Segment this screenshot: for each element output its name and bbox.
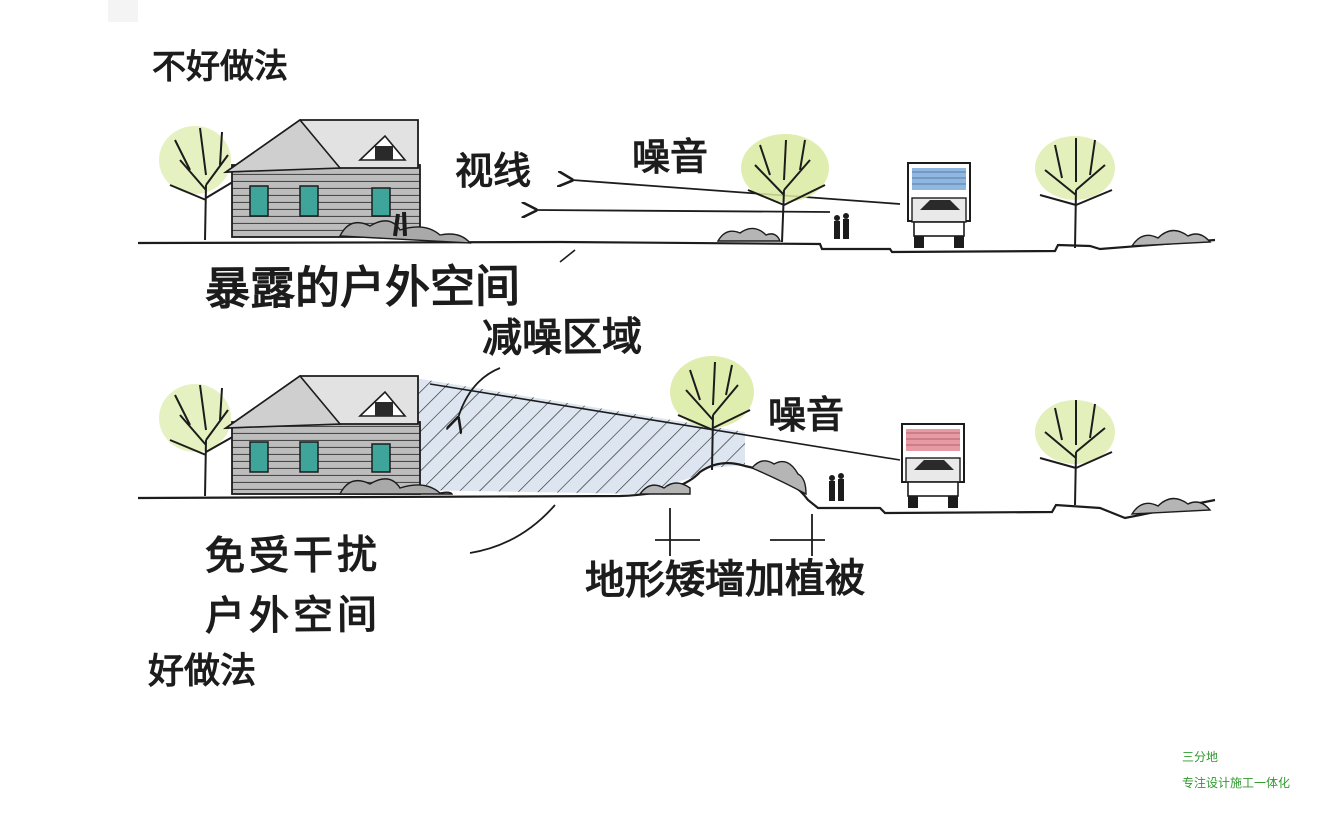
outdoor-pointer bbox=[469, 504, 556, 554]
noise-line-bottom bbox=[429, 383, 901, 461]
tree-bottom-berm bbox=[670, 356, 754, 471]
watermark-line1: 三分地 bbox=[1182, 750, 1219, 764]
truck-bottom bbox=[901, 423, 965, 508]
pedestrians-top bbox=[834, 213, 849, 239]
sight-label: 视线 bbox=[454, 148, 532, 194]
noise-arrow-top bbox=[572, 180, 901, 205]
watermark-line2: 专注设计施工一体化 bbox=[1182, 776, 1291, 790]
bottom-scene bbox=[137, 356, 1216, 556]
exposed-outdoor-label: 暴露的户外空间 bbox=[204, 259, 521, 316]
tree-top-right bbox=[1035, 136, 1115, 249]
tree-top-middle bbox=[741, 134, 829, 243]
top-scene bbox=[137, 118, 1216, 263]
pedestrians-bottom bbox=[829, 473, 844, 501]
bad-practice-heading: 不好做法 bbox=[151, 46, 289, 88]
noise-reduction-label: 减噪区域 bbox=[481, 314, 643, 362]
tree-bottom-right bbox=[1035, 400, 1115, 506]
berm-dimension bbox=[655, 508, 825, 556]
top-ground-line bbox=[137, 238, 1216, 254]
truck-top bbox=[907, 162, 971, 248]
noise-reduction-zone bbox=[415, 378, 745, 494]
good-practice-heading: 好做法 bbox=[147, 650, 257, 693]
tree-bottom-left bbox=[159, 384, 237, 497]
noise-zone-pointer bbox=[458, 367, 501, 418]
tree-top-left bbox=[159, 126, 237, 241]
house-bottom bbox=[222, 374, 454, 495]
sight-arrow-top bbox=[536, 210, 831, 212]
berm-label: 地形矮墙加植被 bbox=[584, 555, 866, 605]
noise-label-top: 噪音 bbox=[631, 134, 709, 180]
undisturbed-label-line1: 免受干扰 bbox=[204, 532, 382, 580]
house-top bbox=[222, 118, 472, 244]
undisturbed-label-line2: 户外空间 bbox=[204, 592, 382, 640]
noise-label-bottom: 噪音 bbox=[767, 392, 845, 438]
